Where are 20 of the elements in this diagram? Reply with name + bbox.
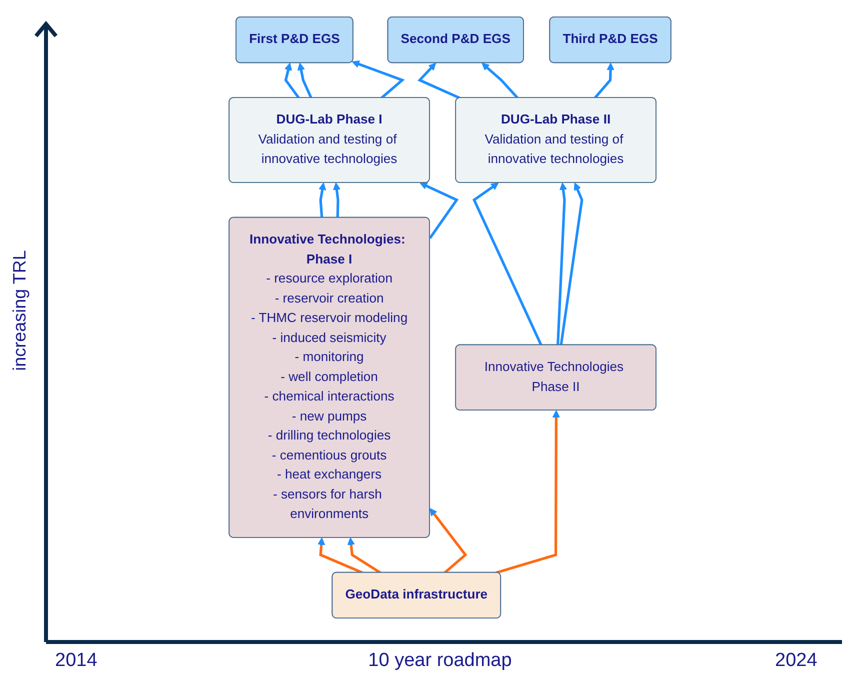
arrow	[594, 62, 614, 99]
arrow	[318, 538, 363, 574]
arrow	[417, 62, 460, 100]
arrow	[560, 182, 584, 346]
arrow	[318, 182, 326, 218]
arrow	[496, 410, 560, 574]
arrow	[297, 62, 312, 99]
arrow	[332, 182, 341, 218]
axis-label: increasing TRL	[10, 249, 30, 373]
year-label: 2014	[55, 650, 98, 672]
arrow	[556, 182, 568, 346]
arrow	[347, 538, 382, 574]
arrow	[472, 182, 542, 346]
year-label: 2024	[775, 650, 818, 672]
axis-label: 10 year roadmap	[367, 650, 513, 672]
arrow	[430, 508, 468, 574]
arrow	[284, 62, 300, 99]
arrow	[482, 62, 519, 99]
arrow	[420, 182, 459, 240]
arrow	[352, 60, 405, 99]
